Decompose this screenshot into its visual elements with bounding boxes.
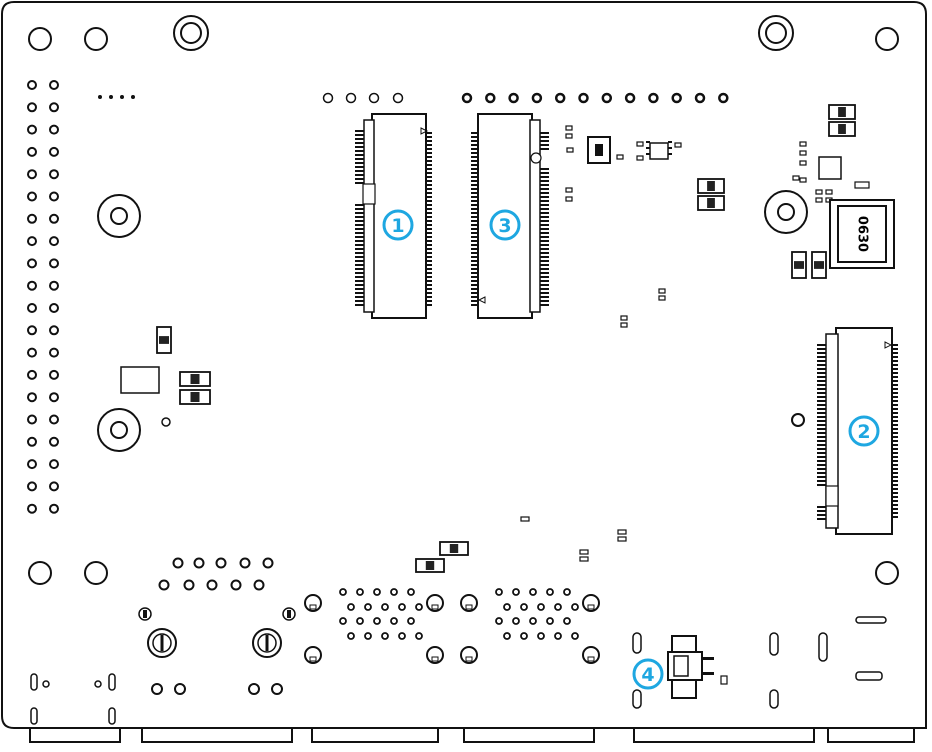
square-ic	[818, 156, 842, 180]
fan-header	[667, 635, 728, 699]
board-outline	[1, 1, 927, 729]
mounting-holes	[28, 27, 899, 585]
marker-1: 1	[382, 209, 414, 241]
marker-1-label: 1	[391, 215, 404, 237]
marker-4-label: 4	[641, 664, 654, 686]
standoffs	[97, 15, 808, 452]
marker-2-label: 2	[857, 421, 870, 443]
lan-port-left	[304, 588, 444, 664]
bottom-edge-connectors	[29, 727, 915, 743]
marker-3: 3	[489, 209, 521, 241]
inductor: 0630	[829, 199, 895, 269]
smd-parts	[520, 125, 870, 562]
ic-chip-small	[587, 136, 672, 164]
lan-port-right	[460, 588, 600, 664]
inductor-label: 0630	[855, 216, 870, 252]
top-vias-row	[461, 92, 729, 104]
bottom-left-connectors	[30, 557, 296, 725]
m2-slot-1	[355, 113, 432, 319]
gpio-pin-header	[27, 80, 59, 514]
marker-2: 2	[848, 415, 880, 447]
capacitors	[156, 104, 856, 573]
marker-4: 4	[632, 658, 664, 690]
left-middle-parts	[120, 366, 171, 427]
marker-3-label: 3	[498, 215, 511, 237]
top-left-dots	[98, 95, 135, 99]
m2-slot-2	[791, 327, 898, 535]
top-vias-open	[322, 92, 404, 104]
slot-pads-bottom-right	[632, 616, 887, 709]
